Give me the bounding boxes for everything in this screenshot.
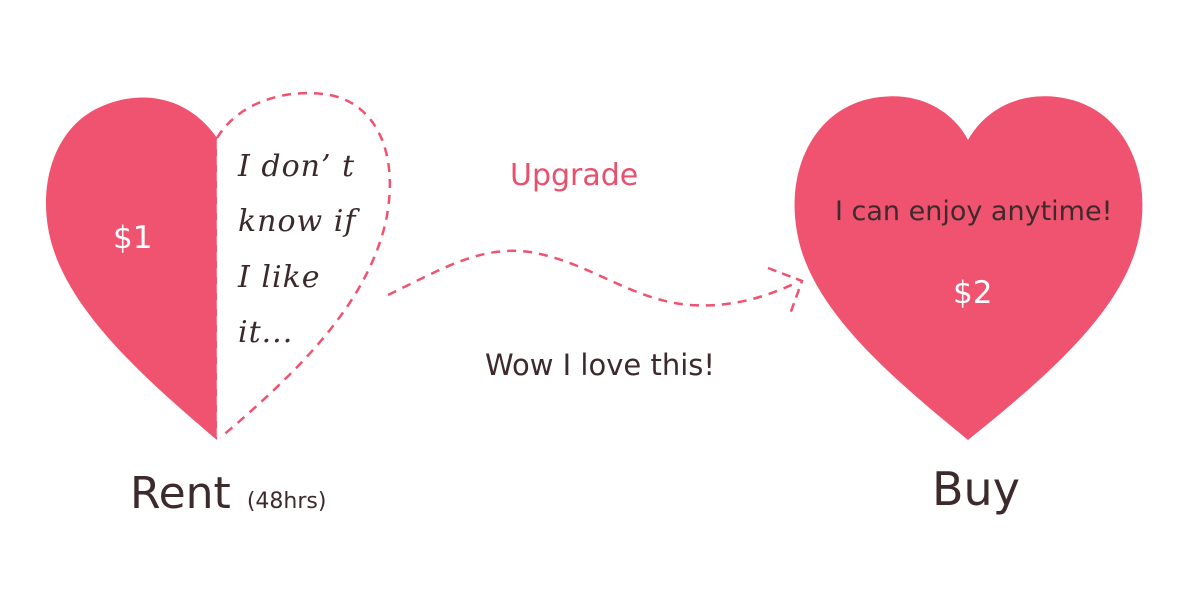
rent-label-duration: (48hrs) [246,489,327,514]
thought-line-3: I like [238,260,321,295]
love-caption: Wow I love this! [485,348,715,382]
right-full-heart [794,96,1143,440]
thought-line-4: it... [238,315,294,350]
left-half-heart [45,97,217,441]
rent-label: Rent (48hrs) [130,468,326,519]
buy-label: Buy [932,462,1020,516]
thought-line-2: know if [238,204,357,239]
upgrade-arrow-curve [387,249,799,307]
upgrade-arrow-head [767,266,804,318]
buy-price: $2 [953,275,993,311]
buy-message: I can enjoy anytime! [835,196,1113,227]
rent-price: $1 [113,220,153,256]
thought-line-1: I don’ t [238,149,356,184]
upgrade-caption: Upgrade [510,158,639,193]
rent-label-main: Rent [130,468,231,519]
left-dashed-half-heart [215,91,392,439]
